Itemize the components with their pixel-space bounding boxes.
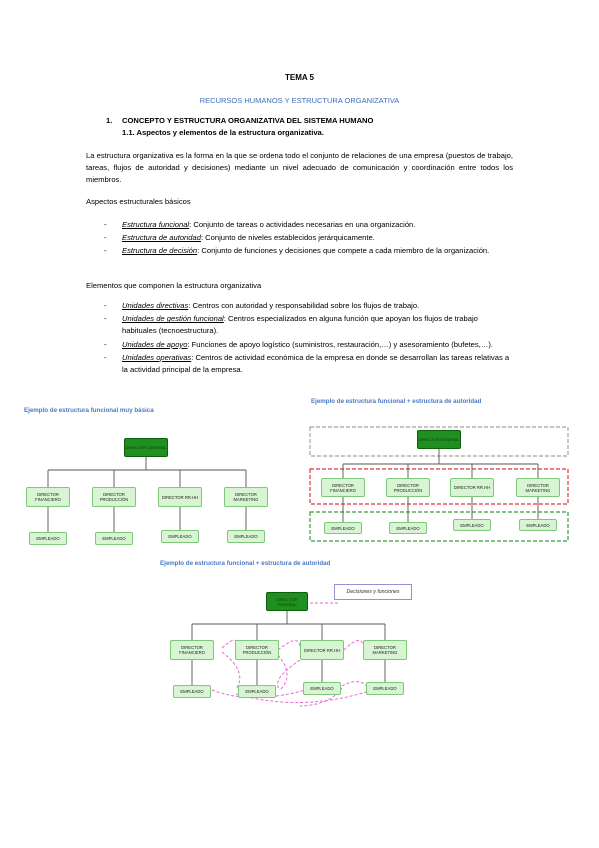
diagram-3-director-node: DIRECTOR MARKETING [363,640,407,660]
diagram-1-director-node: DIRECTOR RR.HH [158,487,202,507]
diagram-2-employee-node: EMPLEADO [324,522,362,534]
diagram-2-employee-node: EMPLEADO [389,522,427,534]
heading-1: 1. CONCEPTO Y ESTRUCTURA ORGANIZATIVA DEL… [106,116,373,125]
element-term: Unidades de gestión funcional [122,314,224,324]
decisiones-label: Decisiones y funciones [334,584,412,600]
diagram-1-caption: Ejemplo de estructura funcional muy bási… [24,407,154,414]
diagram-2-director-node: DIRECTOR FINANCIERO [321,478,365,497]
doc-subtitle: RECURSOS HUMANOS Y ESTRUCTURA ORGANIZATI… [199,96,400,105]
diagram-3-employee-node: EMPLEADO [238,685,276,698]
diagram-3-director-node: DIRECTOR PRODUCCIÓN [235,640,279,660]
element-text: : Centros especializados en alguna funci… [122,314,478,336]
diagram-1-root-node: DIRECTOR GENERAL [124,438,168,457]
elements-title: Elementos que componen la estructura org… [86,281,262,290]
heading-1-number: 1. [106,116,113,125]
diagram-1-employee-node: EMPLEADO [227,530,265,543]
diagram-1-director-node: DIRECTOR FINANCIERO [26,487,70,507]
diagram-2-employee-node: EMPLEADO [519,519,557,531]
list-item: Unidades de apoyo: Funciones de apoyo lo… [104,339,514,351]
diagram-2-root-node: DIRECTOR GENERAL [417,430,461,449]
aspect-text: : Conjunto de funciones y decisiones que… [197,246,490,256]
aspect-term: Estructura de decisión [122,246,198,256]
element-text: : Centros de actividad económica de la e… [122,352,510,375]
diagram-1-employee-node: EMPLEADO [29,532,67,545]
diagram-1-employee-node: EMPLEADO [161,530,199,543]
elements-list: Unidades directivas: Centros con autorid… [104,300,514,377]
element-text: : Funciones de apoyo logístico (suminist… [187,339,494,349]
diagram-3-director-node: DIRECTOR FINANCIERO [170,640,214,660]
diagram-1-director-node: DIRECTOR PRODUCCIÓN [92,487,136,507]
element-term: Unidades operativas [122,352,192,362]
diagram-3-employee-node: EMPLEADO [366,682,404,695]
element-text: : Centros con autoridad y responsabilida… [188,301,420,310]
diagram-2-employee-node: EMPLEADO [453,519,491,531]
element-term: Unidades directivas [122,301,189,310]
list-item: Unidades de gestión funcional: Centros e… [104,313,514,337]
aspect-text: : Conjunto de tareas o actividades neces… [189,220,416,229]
heading-2: 1.1. Aspectos y elementos de la estructu… [122,128,324,137]
diagram-3-caption: Ejemplo de estructura funcional + estruc… [160,560,331,567]
diagram-1-director-node: DIRECTOR MARKETING [224,487,268,507]
diagram-3-director-node: DIRECTOR RR.HH [300,640,344,660]
aspect-term: Estructura funcional [122,220,190,229]
doc-tema: TEMA 5 [284,73,315,82]
list-item: Unidades operativas: Centros de activida… [104,352,514,376]
list-item: Estructura de autoridad: Conjunto de niv… [104,232,514,244]
diagram-2-director-node: DIRECTOR RR.HH [450,478,494,497]
aspect-term: Estructura de autoridad [122,233,201,243]
aspects-list: Estructura funcional: Conjunto de tareas… [104,219,514,259]
aspect-text: : Conjunto de niveles establecidos jerár… [200,233,375,243]
diagram-2-caption: Ejemplo de estructura funcional + estruc… [311,398,482,405]
diagram-3-employee-node: EMPLEADO [173,685,211,698]
list-item: Estructura funcional: Conjunto de tareas… [104,219,514,231]
heading-1-text: CONCEPTO Y ESTRUCTURA ORGANIZATIVA DEL S… [122,116,374,125]
diagram-3-employee-node: EMPLEADO [303,682,341,695]
list-item: Unidades directivas: Centros con autorid… [104,300,514,312]
diagram-3-root-node: DIRECTOR GENERAL [266,592,308,611]
diagram-2-director-node: DIRECTOR MARKETING [516,478,560,497]
diagram-1-employee-node: EMPLEADO [95,532,133,545]
element-term: Unidades de apoyo [122,339,188,349]
list-item: Estructura de decisión: Conjunto de func… [104,245,514,257]
intro-paragraph: La estructura organizativa es la forma e… [86,151,513,185]
aspects-title: Aspectos estructurales básicos [86,197,191,206]
diagram-2-director-node: DIRECTOR PRODUCCIÓN [386,478,430,497]
